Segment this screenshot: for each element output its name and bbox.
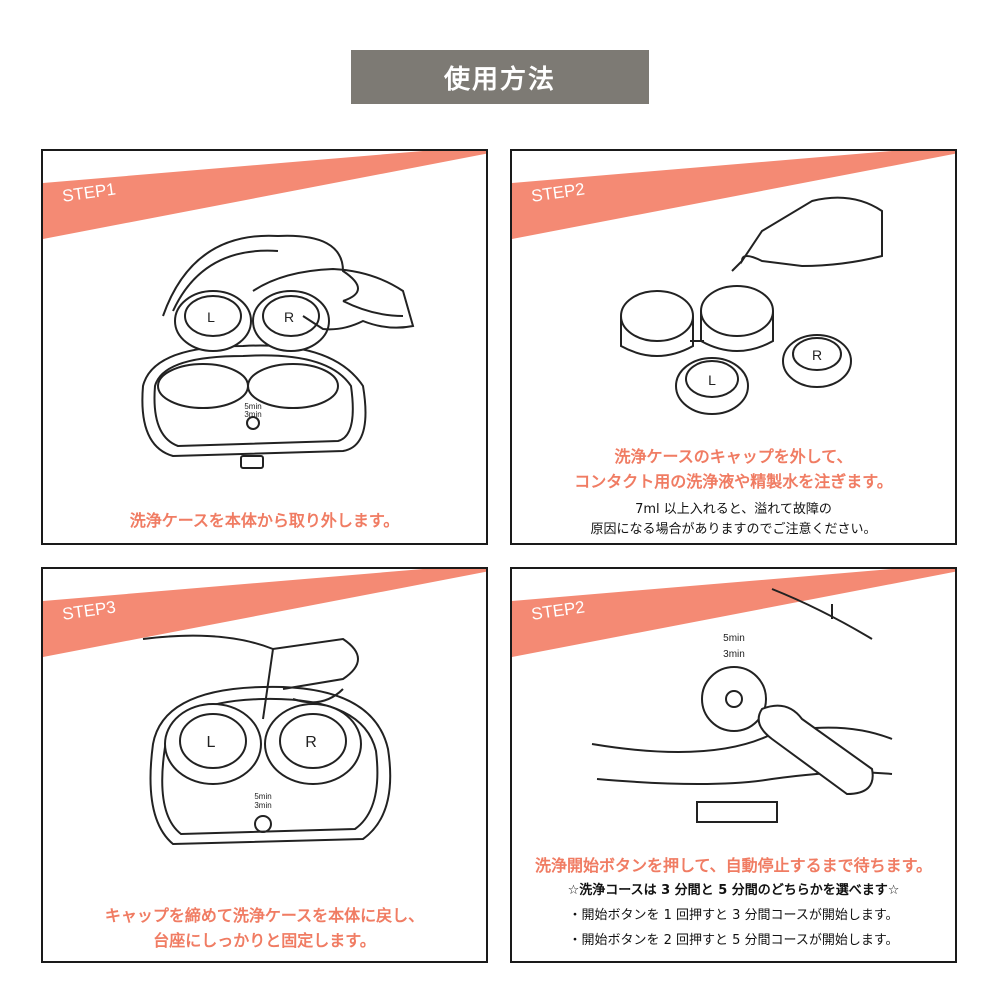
pour-solution-illustration: L R: [620, 196, 883, 415]
start-button-illustration: 5min 3min: [591, 588, 893, 823]
step-banner: [512, 151, 955, 239]
step-caption-line-2: コンタクト用の洗浄液や精製水を注ぎます。: [574, 472, 893, 491]
lens-right-mark: R: [284, 309, 294, 325]
page-title: 使用方法: [351, 50, 649, 104]
lens-left-mark: L: [207, 309, 215, 325]
step-panel-1: STEP1 L R 5min 3min 洗浄ケースを本体から取り外します。: [41, 149, 488, 545]
lens-left-mark: L: [207, 734, 216, 751]
timer-3-label: 3min: [254, 801, 271, 810]
timer-5-label: 5min: [254, 792, 271, 801]
step-note-line-1: ☆洗浄コースは 3 分間と 5 分間のどちらかを選べます☆: [567, 883, 900, 898]
step-banner: [43, 569, 486, 657]
device-removal-illustration: L R 5min 3min: [141, 234, 415, 469]
step-caption-line-1: キャップを締めて洗浄ケースを本体に戻し、: [104, 906, 425, 925]
return-case-illustration: L R 5min 3min: [142, 634, 392, 846]
timer-5-label: 5min: [723, 633, 745, 644]
step-panel-4: STEP2 5min 3min 洗浄開始ボタンを押して、自動停止するまで待ちます…: [510, 567, 957, 963]
lens-right-mark: R: [812, 347, 822, 363]
timer-3-label: 3min: [244, 410, 261, 419]
step-note-line-2: ・開始ボタンを 1 回押すと 3 分間コースが開始します。: [568, 908, 899, 923]
timer-3-label: 3min: [723, 649, 745, 660]
lens-right-mark: R: [305, 734, 317, 751]
step-note-line-2: 原因になる場合がありますのでご注意ください。: [590, 522, 877, 537]
step-banner: [43, 151, 486, 239]
step-caption-line-2: 台座にしっかりと固定します。: [153, 931, 376, 950]
step-note-line-1: 7ml 以上入れると、溢れて故障の: [635, 502, 832, 517]
step-panel-2: STEP2 L R 洗浄ケースのキャップを外して、 コンタクト用の洗浄液や精製水…: [510, 149, 957, 545]
step-caption: 洗浄ケースを本体から取り外します。: [129, 511, 400, 530]
step-note-line-3: ・開始ボタンを 2 回押すと 5 分間コースが開始します。: [568, 933, 899, 948]
timer-5-label: 5min: [244, 402, 261, 411]
step-caption: 洗浄開始ボタンを押して、自動停止するまで待ちます。: [534, 856, 933, 875]
lens-left-mark: L: [708, 372, 716, 388]
step-caption-line-1: 洗浄ケースのキャップを外して、: [614, 447, 853, 466]
step-panel-3: STEP3 L R 5min 3min キャップを締めて洗浄ケースを本体に戻し、…: [41, 567, 488, 963]
step-banner: [512, 569, 955, 657]
